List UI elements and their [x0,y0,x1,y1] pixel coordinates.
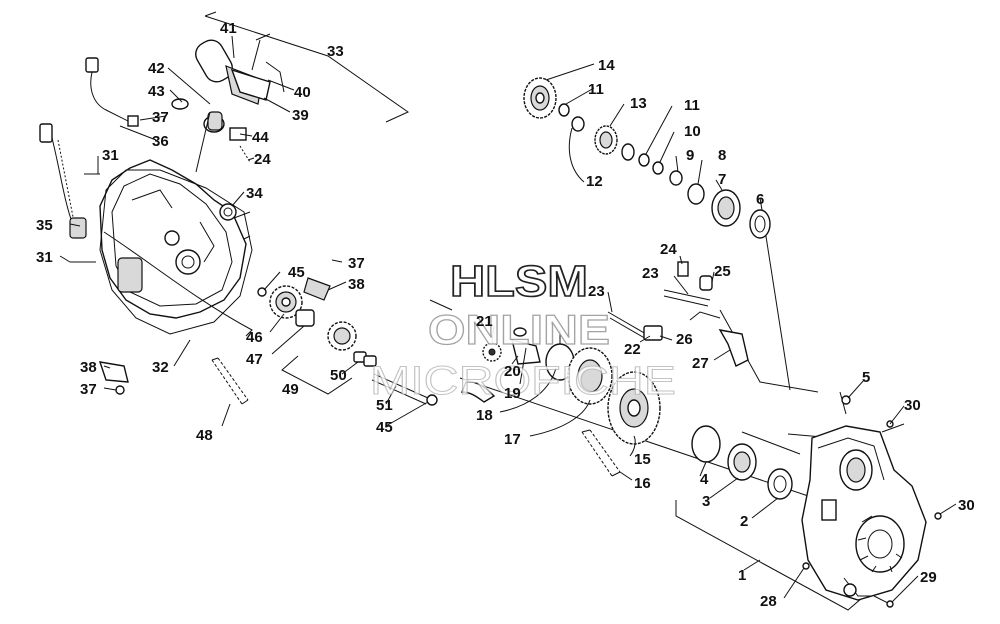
shaft-seal-parts [171,98,251,221]
callout-18: 18 [476,407,493,424]
callout-23-a: 23 [642,265,659,282]
callout-21: 21 [476,313,493,330]
callout-20: 20 [504,363,521,380]
upper-gear-stack [523,77,771,239]
callout-45-b: 45 [376,419,393,436]
callout-25: 25 [714,263,731,280]
callout-46: 46 [246,329,263,346]
callout-24-b: 24 [660,241,677,258]
watermark-line-1: HLSM [450,257,588,306]
callout-40: 40 [294,84,311,101]
callout-37-b: 37 [348,255,365,272]
callout-31-b: 31 [36,249,53,266]
left-gear-train [257,277,438,406]
shift-motor [195,33,285,105]
callout-48: 48 [196,427,213,444]
callout-30-b: 30 [958,497,975,514]
callout-12: 12 [586,173,603,190]
callout-37-a: 37 [152,109,169,126]
cover-gasket [99,169,253,335]
callout-16: 16 [634,475,651,492]
speed-sensor-harness [39,57,139,263]
gear-case-housing [801,425,927,601]
callout-41: 41 [220,20,237,37]
shift-fork-assembly [429,299,541,403]
callout-28: 28 [760,593,777,610]
callout-11-a: 11 [588,81,604,98]
callout-38-b: 38 [80,359,97,376]
callout-13: 13 [630,95,647,112]
callout-51: 51 [376,397,393,414]
callout-39: 39 [292,107,309,124]
leader-lines [59,35,957,603]
callout-36: 36 [152,133,169,150]
callout-23-b: 23 [588,283,605,300]
callout-15: 15 [634,451,651,468]
callout-31-a: 31 [102,147,119,164]
right-drive-chain [581,429,621,477]
callout-35: 35 [36,217,53,234]
callout-2: 2 [740,513,748,530]
callout-47: 47 [246,351,263,368]
callout-11-b: 11 [684,97,700,114]
callout-27: 27 [692,355,709,372]
callout-49: 49 [282,381,299,398]
callout-5: 5 [862,369,870,386]
callout-6: 6 [756,191,764,208]
callout-4: 4 [700,471,709,488]
callout-43: 43 [148,83,165,100]
callout-45-a: 45 [288,264,305,281]
callout-24-a: 24 [254,151,271,168]
callout-33: 33 [327,43,344,60]
callout-10: 10 [684,123,701,140]
callout-50: 50 [330,367,347,384]
watermark-line-2: ONLINE [428,306,610,353]
lower-gear-stack [545,343,793,500]
callout-34: 34 [246,185,263,202]
drive-cover-assembly [99,159,253,337]
callout-19: 19 [504,385,521,402]
callout-3: 3 [702,493,710,510]
left-drive-chain [211,357,249,405]
callout-29: 29 [920,569,937,586]
callout-9: 9 [686,147,694,164]
callout-26: 26 [676,331,693,348]
callout-8: 8 [718,147,726,164]
callout-1: 1 [738,567,746,584]
callout-17: 17 [504,431,521,448]
callout-44: 44 [252,129,269,146]
callout-22: 22 [624,341,641,358]
callout-14: 14 [598,57,615,74]
callout-30-a: 30 [904,397,921,414]
callout-7: 7 [718,171,726,188]
watermark-line-3: MICROFICHE [370,359,676,403]
callout-42: 42 [148,60,165,77]
callout-labels: 41 33 42 43 37 36 40 39 44 24 31 34 35 3… [36,20,975,610]
callout-32: 32 [152,359,169,376]
watermark: HLSM ONLINE MICROFICHE [370,256,677,403]
callout-38-a: 38 [348,276,365,293]
callout-37-c: 37 [80,381,97,398]
